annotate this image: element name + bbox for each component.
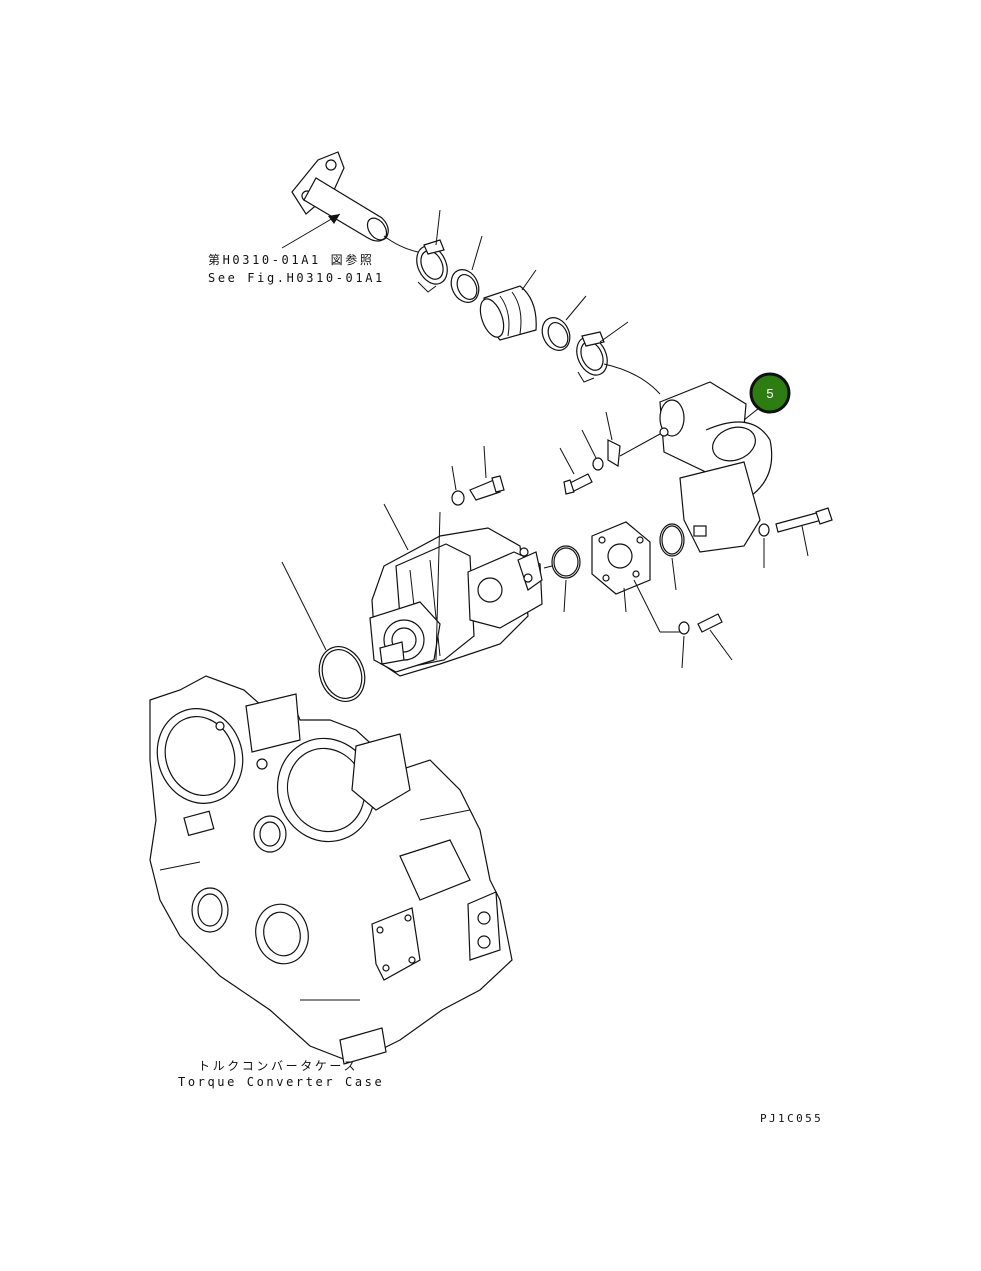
case-label-jp: トルクコンバータケース [198, 1059, 358, 1073]
callout-5: 5 [749, 372, 791, 414]
split-flange [591, 521, 680, 633]
elbow-housing [659, 381, 773, 553]
o-ring-pump [543, 545, 581, 613]
rubber-hose [479, 269, 537, 341]
torque-converter-case [149, 675, 513, 1065]
hose-clamp-lower [576, 321, 661, 395]
washer-long-bolt [758, 523, 770, 568]
lock-plate [605, 411, 661, 468]
reference-arrow [281, 213, 341, 249]
o-ring-flange [659, 523, 685, 591]
washer-pump [451, 465, 465, 506]
sleeve-ring-upper [450, 235, 483, 303]
reference-label-en: See Fig.H0310-01A1 [208, 271, 385, 285]
callout-number: 5 [766, 386, 773, 401]
reference-label-jp: 第H0310-01A1 図参照 [208, 252, 374, 267]
case-label-en: Torque Converter Case [178, 1075, 384, 1089]
bolt-small [559, 447, 593, 495]
washer-lower [678, 621, 690, 669]
sleeve-ring-lower [541, 295, 587, 351]
washer-small [581, 429, 604, 471]
pipe-tube [291, 151, 419, 253]
bolt-pump [469, 445, 505, 501]
hydraulic-pump [369, 503, 543, 677]
bolt-lower [697, 613, 733, 661]
o-ring-case [281, 561, 366, 702]
long-bolt [775, 507, 833, 557]
drawing-id: PJ1C055 [760, 1112, 823, 1125]
hose-clamp-upper [416, 209, 448, 293]
